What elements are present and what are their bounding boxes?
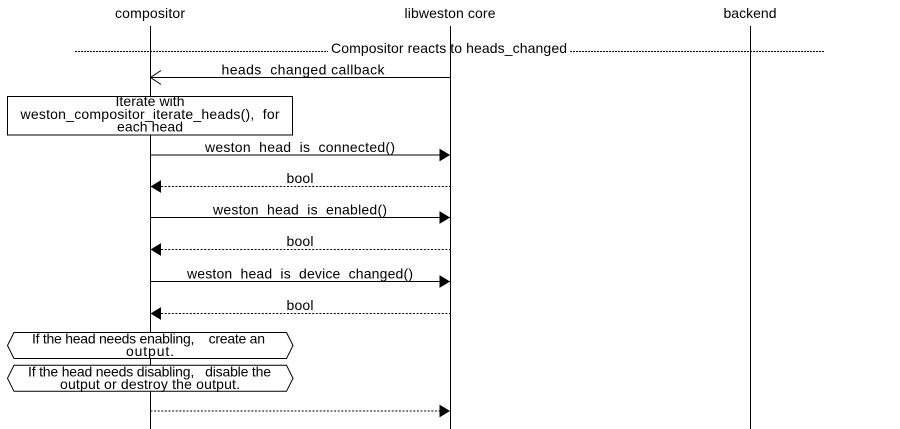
svg-text:weston_compositor_iterate_head: weston_compositor_iterate_heads(), for (20, 106, 280, 122)
svg-text:bool: bool (287, 297, 314, 313)
svg-text:output or destroy the output.: output or destroy the output. (60, 376, 240, 392)
svg-text:Compositor reacts to heads_cha: Compositor reacts to heads_changed (331, 40, 567, 56)
svg-text:heads changed callback: heads changed callback (222, 62, 386, 78)
svg-text:compositor: compositor (115, 5, 185, 21)
svg-text:Iterate with: Iterate with (116, 93, 185, 109)
svg-text:If the head needs disabling,: If the head needs disabling, disable the (28, 363, 271, 379)
svg-text:weston head is device chan: weston head is device changed() (186, 266, 413, 282)
svg-text:output.: output. (126, 343, 174, 359)
svg-text:bool: bool (287, 233, 314, 249)
svg-text:weston head is enabled(): weston head is enabled() (212, 202, 387, 218)
svg-text:If the head needs enabling,: If the head needs enabling, create an (32, 331, 265, 347)
svg-text:weston head is connected(): weston head is connected() (204, 139, 395, 155)
svg-text:each head: each head (117, 119, 183, 135)
svg-text:backend: backend (724, 5, 777, 21)
svg-text:libweston core: libweston core (405, 5, 496, 21)
svg-text:bool: bool (287, 170, 314, 186)
